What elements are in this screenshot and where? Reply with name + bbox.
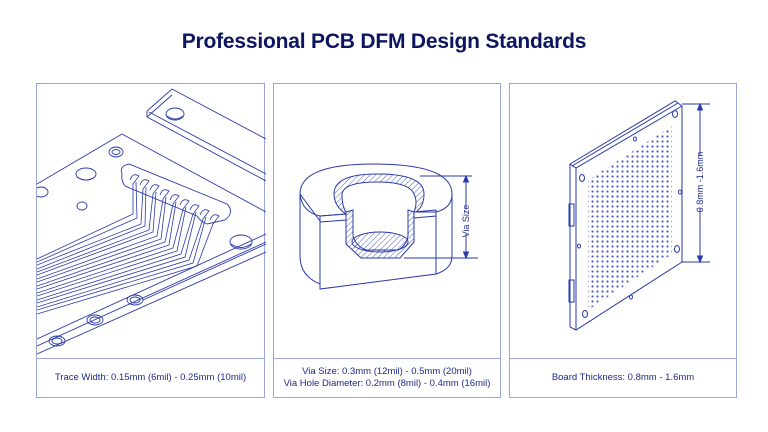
- via-size-caption: Via Size: 0.3mm (12mil) - 0.5mm (20mil) …: [274, 358, 500, 397]
- panel-via-size: Via Size Via Size: 0.3mm (12mil) - 0.5mm…: [273, 83, 501, 398]
- panel-trace-width: Trace Width: 0.15mm (6mil) - 0.25mm (10m…: [36, 83, 266, 398]
- pcb-traces-illustration: [37, 88, 266, 355]
- thickness-dimension-label: 0.8mm -1.6mm: [695, 152, 705, 213]
- panel-board-thickness: 0.8mm -1.6mm Board Thickness: 0.8mm - 1.…: [509, 83, 737, 398]
- caption-line: Board Thickness: 0.8mm - 1.6mm: [551, 372, 695, 383]
- page-title: Professional PCB DFM Design Standards: [181, 30, 587, 53]
- caption-line: Via Hole Diameter: 0.2mm (8mil) - 0.4mm …: [283, 378, 491, 389]
- caption-line: Trace Width: 0.15mm (6mil) - 0.25mm (10m…: [54, 372, 247, 383]
- trace-width-caption: Trace Width: 0.15mm (6mil) - 0.25mm (10m…: [37, 358, 264, 397]
- caption-line: Via Size: 0.3mm (12mil) - 0.5mm (20mil): [302, 366, 472, 377]
- via-size-dimension-label: Via Size: [461, 205, 471, 238]
- via-cutaway-illustration: Via Size: [299, 163, 478, 290]
- perforated-board-illustration: 0.8mm -1.6mm: [568, 100, 710, 331]
- board-thickness-caption: Board Thickness: 0.8mm - 1.6mm: [510, 358, 736, 397]
